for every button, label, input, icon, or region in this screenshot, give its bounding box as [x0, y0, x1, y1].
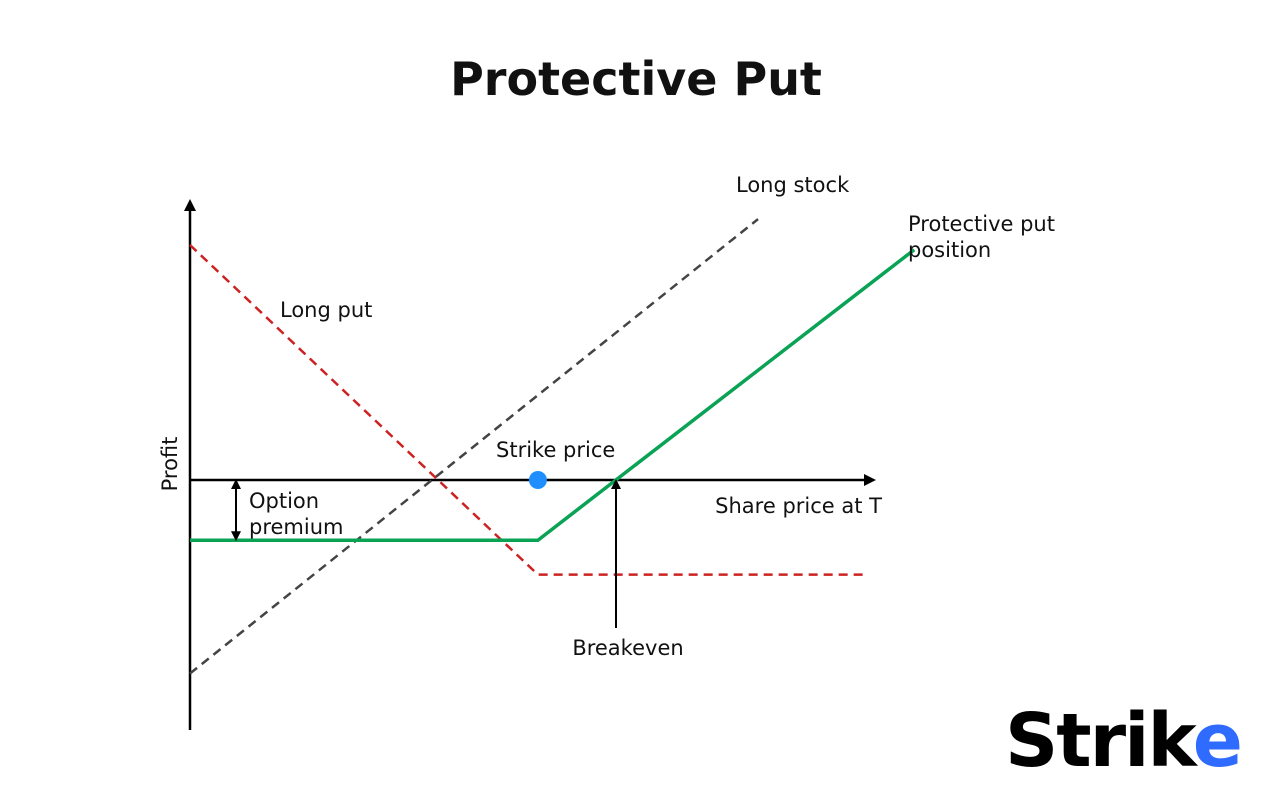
label-protective-put-line2: position	[908, 238, 991, 262]
series-group	[189, 218, 916, 675]
series-line-protective-put-position	[190, 248, 916, 542]
strike-logo: Strike	[1005, 698, 1243, 784]
chart-title: Protective Put	[450, 52, 822, 106]
label-protective-put-line1: Protective put	[908, 212, 1055, 236]
label-long-stock: Long stock	[736, 173, 850, 197]
series-line-long-put	[189, 244, 865, 576]
strike-price-marker	[528, 471, 547, 489]
logo-text-part2: k	[1148, 698, 1199, 784]
axes	[184, 199, 876, 730]
label-option-line2: premium	[249, 515, 343, 539]
label-breakeven: Breakeven	[572, 636, 683, 660]
series-line-long-stock	[189, 218, 759, 675]
x-axis-label: Share price at T	[715, 494, 882, 518]
label-option-line1: Option	[249, 489, 319, 513]
y-axis-label: Profit	[158, 437, 182, 492]
svg-text:Strike: Strike	[1005, 698, 1241, 784]
logo-text-part3: e	[1193, 698, 1241, 784]
logo-text-part1: Stri	[1005, 698, 1148, 784]
label-long-put: Long put	[280, 298, 372, 322]
label-strike-price: Strike price	[496, 438, 615, 462]
